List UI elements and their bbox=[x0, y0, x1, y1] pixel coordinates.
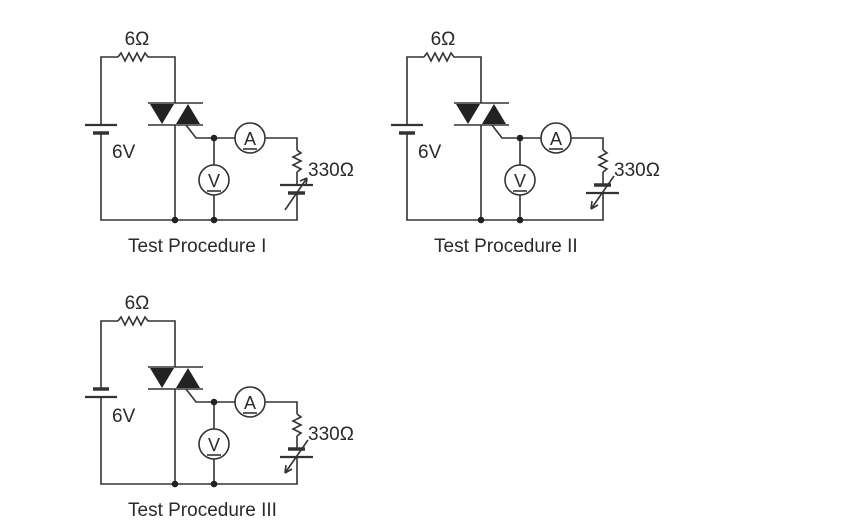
voltmeter-icon bbox=[198, 428, 230, 460]
variable-arrow-icon bbox=[284, 177, 308, 211]
thyristor-down-triangle bbox=[150, 104, 174, 124]
voltmeter-label: V bbox=[208, 435, 220, 455]
junction-dot bbox=[210, 398, 218, 406]
wire-ammeter-right bbox=[265, 401, 298, 414]
ammeter-icon bbox=[234, 122, 266, 154]
voltmeter-icon bbox=[504, 164, 536, 196]
variable-arrowhead bbox=[284, 464, 293, 474]
wire-gate bbox=[491, 124, 520, 139]
voltmeter-label: V bbox=[208, 171, 220, 191]
wire-left-top bbox=[100, 56, 118, 124]
label-series-resistor: 6Ω bbox=[431, 29, 456, 50]
variable-arrow-icon bbox=[590, 175, 615, 210]
label-load-resistor: 330Ω bbox=[308, 424, 354, 445]
thyristor-down-triangle bbox=[456, 104, 480, 124]
circuit-procedure-2: A V 6Ω 6V 330Ω Test Procedure II bbox=[391, 29, 660, 257]
label-battery: 6V bbox=[112, 142, 136, 163]
wire-to-thyristor bbox=[150, 320, 176, 367]
resistor-330ohm bbox=[291, 413, 303, 437]
wire-bottom bbox=[406, 137, 604, 221]
junction-dot bbox=[210, 480, 218, 488]
resistor-6ohm bbox=[117, 315, 150, 327]
variable-arrow-icon bbox=[284, 439, 309, 474]
ammeter-label: A bbox=[244, 393, 256, 413]
wire-gate bbox=[185, 124, 214, 139]
junction-dot bbox=[516, 216, 524, 224]
label-battery: 6V bbox=[112, 406, 136, 427]
wire-ammeter-right bbox=[265, 137, 298, 150]
ammeter-label: A bbox=[244, 129, 256, 149]
junction-dot bbox=[171, 216, 179, 224]
ammeter-label: A bbox=[550, 129, 562, 149]
variable-arrowhead bbox=[590, 200, 599, 210]
circuit-procedure-3: A V 6Ω 6V 330Ω Test Procedure III bbox=[85, 293, 354, 521]
junction-dot bbox=[210, 134, 218, 142]
thyristor-up-triangle bbox=[482, 104, 506, 124]
diagram-title: Test Procedure I bbox=[128, 236, 266, 257]
thyristor-down-triangle bbox=[150, 368, 174, 388]
circuit-procedure-1: A V 6Ω 6V 330Ω Test Procedure I bbox=[85, 29, 354, 257]
resistor-330ohm bbox=[291, 149, 303, 173]
resistor-6ohm bbox=[117, 51, 150, 63]
ammeter-icon bbox=[234, 386, 266, 418]
label-load-resistor: 330Ω bbox=[614, 160, 660, 181]
junction-dot bbox=[516, 134, 524, 142]
thyristor-up-triangle bbox=[176, 104, 200, 124]
wire-gate bbox=[185, 388, 214, 403]
label-battery: 6V bbox=[418, 142, 442, 163]
voltmeter-label: V bbox=[514, 171, 526, 191]
resistor-330ohm bbox=[597, 149, 609, 173]
label-series-resistor: 6Ω bbox=[125, 29, 150, 50]
junction-dot bbox=[210, 216, 218, 224]
wire-to-thyristor bbox=[150, 56, 176, 103]
junction-dot bbox=[171, 480, 179, 488]
variable-arrowhead bbox=[299, 177, 308, 186]
wire-bottom bbox=[100, 401, 298, 485]
diagram-title: Test Procedure III bbox=[128, 500, 277, 521]
label-load-resistor: 330Ω bbox=[308, 160, 354, 181]
junction-dot bbox=[477, 216, 485, 224]
label-series-resistor: 6Ω bbox=[125, 293, 150, 314]
wire-ammeter-right bbox=[571, 137, 604, 150]
thyristor-up-triangle bbox=[176, 368, 200, 388]
wire-bottom bbox=[100, 137, 298, 221]
voltmeter-icon bbox=[198, 164, 230, 196]
wire-left-top bbox=[100, 320, 118, 388]
resistor-6ohm bbox=[423, 51, 456, 63]
wire-to-thyristor bbox=[456, 56, 482, 103]
diagram-title: Test Procedure II bbox=[434, 236, 578, 257]
wire-left-top bbox=[406, 56, 424, 124]
ammeter-icon bbox=[540, 122, 572, 154]
